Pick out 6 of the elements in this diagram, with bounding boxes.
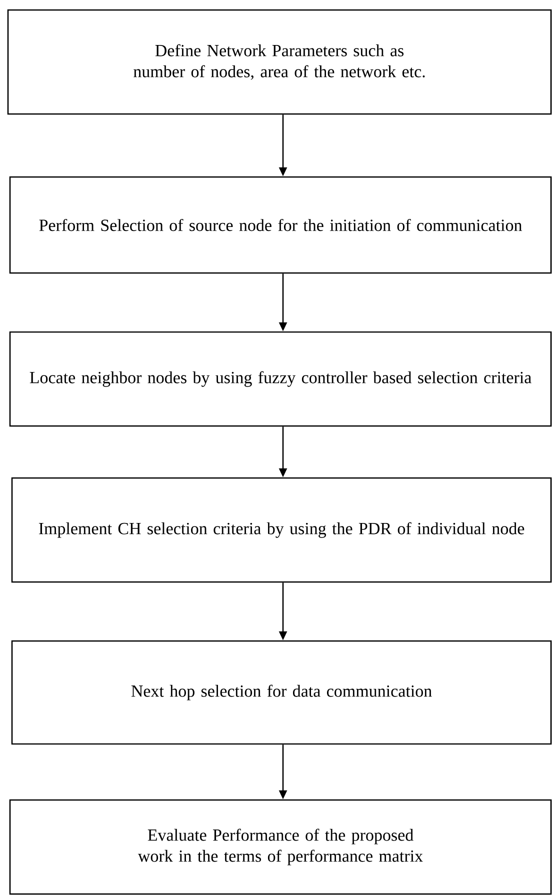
process-box: Next hop selection for data communication — [11, 640, 552, 745]
process-box: Implement CH selection criteria by using the PDR of individual node — [11, 477, 552, 583]
process-box: Perform Selection of source node for the initiation of communication — [9, 176, 552, 274]
process-box: Evaluate Performance of the proposed work in the terms of performance matrix — [9, 799, 552, 895]
process-box: Locate neighbor nodes by using fuzzy controller based selection criteria — [9, 331, 552, 427]
process-box: Define Network Parameters such as number of nodes, area of the network etc. — [7, 9, 552, 115]
